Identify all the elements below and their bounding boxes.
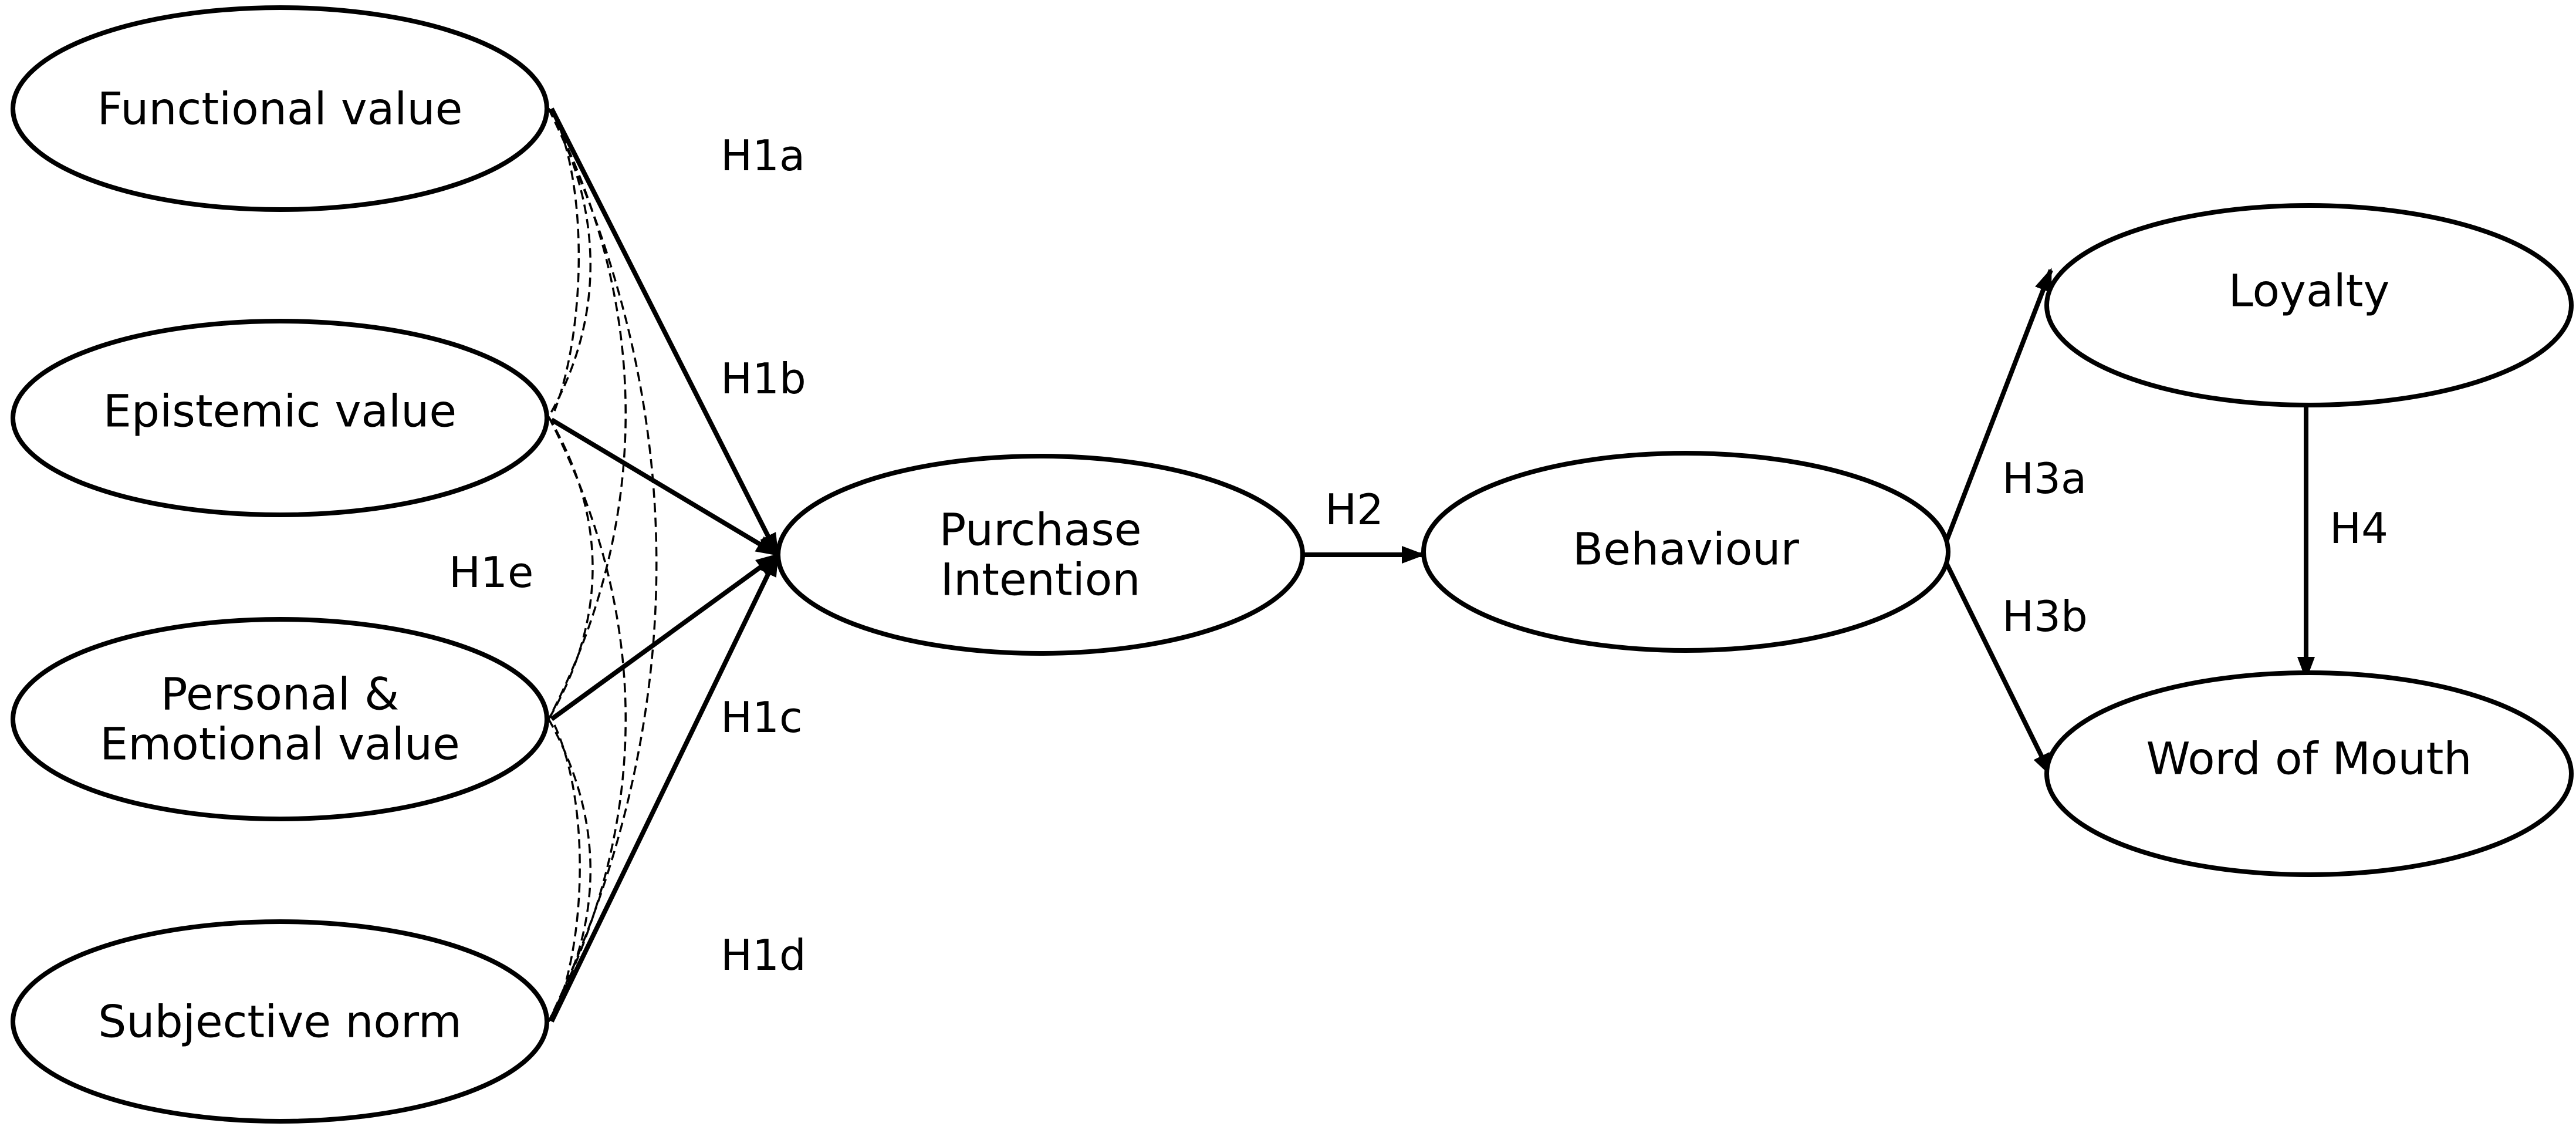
- label-h3a: H3a: [2002, 454, 2087, 503]
- corr-personal-subjective-inner: [553, 724, 581, 1016]
- node-purchase-intention: Purchase Intention: [776, 454, 1305, 656]
- construct-nodes: Functional value Epistemic value Persona…: [11, 5, 2574, 1124]
- label-h1c: H1c: [721, 693, 803, 742]
- label-h1a: H1a: [721, 131, 805, 180]
- node-behaviour-label: Behaviour: [1573, 523, 1799, 575]
- node-personal-emotional-value: Personal & Emotional value: [11, 617, 549, 821]
- corr-epistemic-subjective: [547, 416, 627, 1022]
- node-functional-value: Functional value: [11, 5, 549, 212]
- hypothesis-labels: H1a H1b H1c H1d H1e H2 H3a H3b H4: [449, 131, 2388, 980]
- label-h1d: H1d: [721, 930, 806, 980]
- node-functional-value-label: Functional value: [97, 83, 463, 135]
- correlation-arcs: [547, 108, 658, 1022]
- node-loyalty-label: Loyalty: [2229, 265, 2390, 317]
- arrow-h1d: [549, 552, 780, 1023]
- node-purchase-intention-line1: Purchase: [939, 504, 1141, 556]
- arrow-h1b: [550, 417, 780, 557]
- node-subjective-norm: Subjective norm: [11, 919, 549, 1124]
- corr-functional-epistemic-inner: [553, 114, 580, 412]
- corr-functional-subjective: [547, 108, 658, 1022]
- arrow-h1c: [550, 552, 780, 721]
- node-loyalty: Loyalty: [2044, 203, 2574, 407]
- node-personal-emotional-value-line1: Personal &: [161, 668, 400, 720]
- node-personal-emotional-value-line2: Emotional value: [100, 718, 460, 770]
- label-h2: H2: [1325, 485, 1384, 534]
- node-epistemic-value-label: Epistemic value: [103, 385, 457, 437]
- node-purchase-intention-line2: Intention: [941, 554, 1141, 606]
- path-arrows: [549, 107, 2315, 1023]
- corr-personal-subjective: [547, 719, 591, 1022]
- node-subjective-norm-label: Subjective norm: [98, 996, 462, 1048]
- arrow-h1a: [549, 107, 780, 557]
- node-word-of-mouth: Word of Mouth: [2044, 670, 2574, 877]
- node-behaviour: Behaviour: [1421, 451, 1950, 653]
- node-word-of-mouth-label: Word of Mouth: [2146, 733, 2472, 785]
- arrow-h3a: [1940, 268, 2053, 553]
- arrow-h3b: [1940, 554, 2053, 777]
- label-h3b: H3b: [2002, 592, 2088, 641]
- label-h1e: H1e: [449, 548, 533, 597]
- label-h1b: H1b: [721, 354, 806, 403]
- corr-functional-personal: [547, 108, 627, 720]
- node-epistemic-value: Epistemic value: [11, 319, 549, 517]
- label-h4: H4: [2330, 504, 2388, 553]
